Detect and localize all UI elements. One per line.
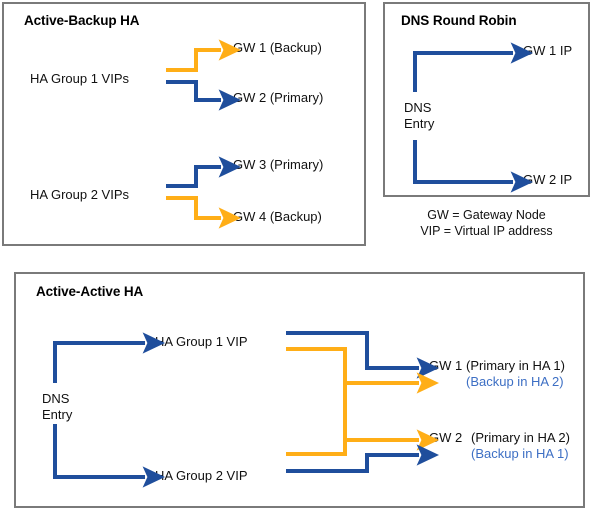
label-ha-group-2-vip: HA Group 2 VIP (155, 468, 248, 483)
label-dns-entry-line1: DNS (404, 100, 432, 115)
label-aa-dns-entry-line2: Entry (42, 407, 73, 422)
legend-line-vip: VIP = Virtual IP address (420, 224, 553, 238)
label-gw-4-backup: GW 4 (Backup) (233, 209, 322, 224)
label-gw-2-primary: GW 2 (Primary) (233, 90, 324, 105)
label-aa-gw-1-backup: (Backup in HA 2) (466, 374, 564, 389)
label-aa-gw-1-name: GW 1 (429, 358, 463, 373)
label-aa-gw-2-primary: (Primary in HA 2) (471, 430, 570, 445)
panel-title-dns-round-robin: DNS Round Robin (401, 13, 517, 28)
label-gw-3-primary: GW 3 (Primary) (233, 157, 324, 172)
label-aa-gw-1-primary: (Primary in HA 1) (466, 358, 565, 373)
legend-gw: GW = Gateway Node VIP = Virtual IP addre… (383, 207, 590, 239)
panel-title-active-active: Active-Active HA (36, 284, 144, 299)
label-ha-group-1-vip: HA Group 1 VIP (155, 334, 248, 349)
panel-title-active-backup: Active-Backup HA (24, 13, 140, 28)
label-gw-1-ip: GW 1 IP (523, 43, 573, 58)
label-aa-gw-2-name: GW 2 (429, 430, 463, 445)
label-dns-entry-line2: Entry (404, 116, 435, 131)
label-ha-group-1-vips: HA Group 1 VIPs (30, 71, 129, 86)
label-aa-dns-entry-line1: DNS (42, 391, 70, 406)
label-gw-1-backup: GW 1 (Backup) (233, 40, 322, 55)
legend-line-gw: GW = Gateway Node (427, 208, 546, 222)
panel-active-active-ha (14, 272, 585, 508)
label-gw-2-ip: GW 2 IP (523, 172, 573, 187)
label-aa-gw-2-backup: (Backup in HA 1) (471, 446, 569, 461)
label-ha-group-2-vips: HA Group 2 VIPs (30, 187, 129, 202)
